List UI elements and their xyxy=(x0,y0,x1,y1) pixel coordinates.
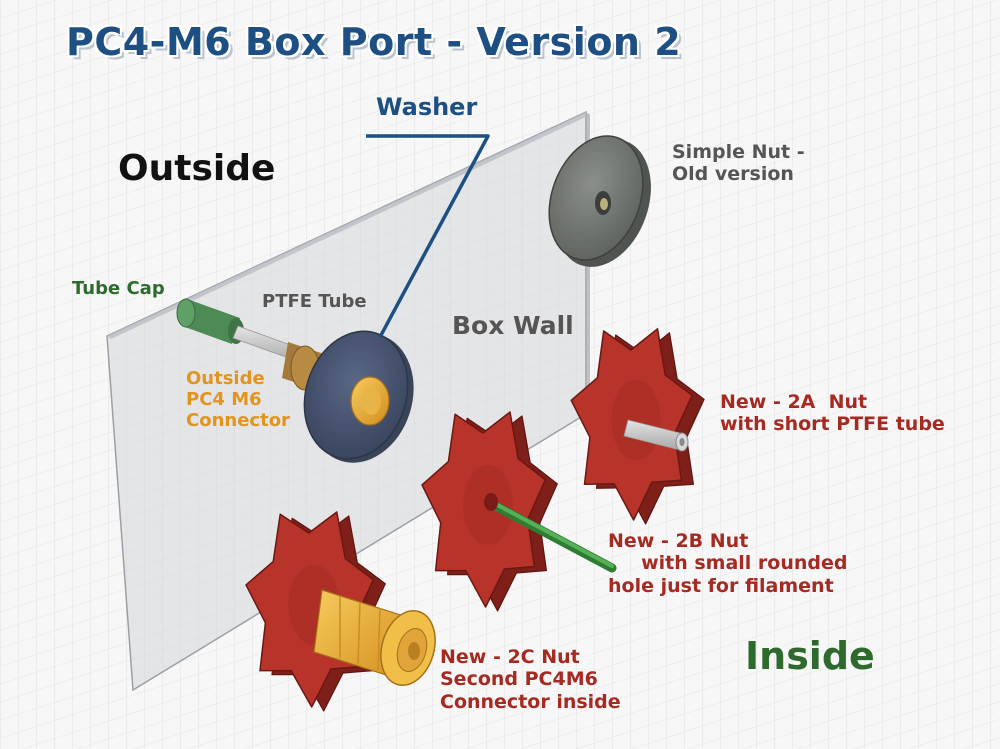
filament-strand xyxy=(484,493,617,573)
outside-label: Outside xyxy=(118,148,276,189)
nut-2a-label: New - 2A Nut with short PTFE tube xyxy=(720,391,945,436)
washer-label: Washer xyxy=(376,93,478,121)
diagram-title: PC4-M6 Box Port - Version 2 xyxy=(66,20,682,64)
inside-label: Inside xyxy=(745,634,875,678)
simple-nut-label: Simple Nut - Old version xyxy=(672,141,805,186)
inside-connector-part xyxy=(313,589,436,686)
tube-cap-label: Tube Cap xyxy=(72,278,165,299)
ptfe-tube-label: PTFE Tube xyxy=(262,291,367,312)
simple-nut-part xyxy=(548,135,651,267)
nut-2b-label: New - 2B Nut with small rounded hole jus… xyxy=(608,530,848,597)
washer-part xyxy=(303,330,414,463)
box-wall-label: Box Wall xyxy=(452,311,574,340)
nut-2a-ptfe-tube xyxy=(623,419,689,452)
nut-2b-part xyxy=(421,411,558,612)
nut-2c-label: New - 2C Nut Second PC4M6 Connector insi… xyxy=(440,646,621,713)
star-nuts-group xyxy=(245,328,705,712)
outside-connector-label: Outside PC4 M6 Connector xyxy=(186,368,290,432)
washer-callout-line xyxy=(366,134,490,338)
